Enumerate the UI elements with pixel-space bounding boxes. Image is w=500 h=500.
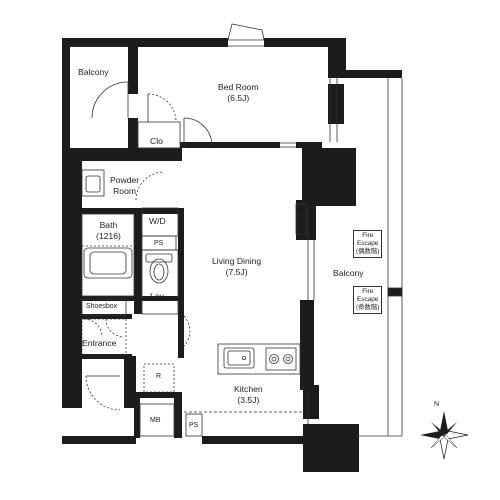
- wall: [174, 392, 182, 438]
- door-swing: [183, 117, 213, 147]
- door-swing: [83, 318, 103, 338]
- fridge-space: [143, 363, 175, 393]
- door-swing: [91, 81, 129, 119]
- shoesbox-label: Shoesbox: [86, 303, 118, 310]
- wall: [74, 296, 182, 301]
- compass-icon: [420, 411, 469, 460]
- basin: [85, 175, 101, 193]
- bedroom-size: (6.5J): [227, 93, 250, 103]
- ps-box: [295, 203, 307, 235]
- bath-room: [81, 213, 135, 297]
- wall: [328, 84, 344, 124]
- wall: [62, 38, 70, 158]
- burner: [271, 356, 277, 362]
- wall: [202, 436, 306, 444]
- wall: [180, 142, 280, 148]
- balcony-large-label: Balcony: [333, 268, 364, 278]
- living-dining-label: Living Dining (7.5J): [212, 256, 261, 278]
- compass-north-label: N: [434, 401, 440, 408]
- kitchen-size: (3.5J): [237, 395, 260, 405]
- ps-bottom-label: PS: [189, 422, 199, 429]
- wall: [62, 436, 136, 444]
- stove: [265, 347, 297, 371]
- door-swing: [227, 23, 265, 41]
- sink-drain: [241, 355, 246, 360]
- door-swing: [135, 171, 165, 201]
- burner: [283, 354, 293, 364]
- bathtub-inner: [89, 251, 127, 275]
- vanity: [81, 169, 105, 197]
- entrance-label: Entrance: [82, 338, 117, 348]
- wall: [134, 392, 180, 398]
- wall: [74, 208, 182, 214]
- lav-wall: [141, 249, 179, 315]
- bedroom-label: Bed Room (6.5J): [218, 82, 259, 104]
- fire-escape-odd: Fire Escape (奇数階): [353, 286, 383, 314]
- wall: [134, 398, 140, 438]
- mb-box: [139, 403, 175, 437]
- refrigerator-label: R: [156, 373, 162, 380]
- ps-wall-label: PS: [296, 212, 306, 219]
- bath-label: Bath (1216): [96, 220, 121, 242]
- kitchen-name: Kitchen: [234, 384, 263, 394]
- kitchen-counter: [217, 343, 301, 375]
- meter-box-label: MB: [150, 417, 161, 424]
- bath-size: (1216): [96, 231, 121, 241]
- wall: [302, 148, 356, 206]
- shoesbox-outline: [81, 298, 127, 316]
- entrance-outline: [81, 318, 127, 356]
- wall: [62, 38, 228, 47]
- wall: [134, 214, 142, 314]
- wall: [303, 424, 359, 472]
- kitchen-label: Kitchen (3.5J): [234, 384, 263, 406]
- ps-box: [185, 413, 203, 437]
- toilet-seat: [153, 263, 165, 281]
- wall: [264, 38, 346, 47]
- wall: [346, 70, 402, 78]
- sink-inner: [227, 350, 251, 366]
- fire-escape-even: Fire Escape (偶数階): [353, 230, 383, 258]
- ps-upper-label: PS: [154, 240, 164, 247]
- toilet-bowl: [149, 258, 169, 284]
- railing-post: [387, 287, 403, 297]
- wall: [296, 142, 322, 148]
- wd-box: [141, 207, 179, 237]
- wall: [128, 40, 138, 94]
- powder-room-line2: Room: [113, 186, 137, 196]
- wall: [303, 385, 319, 419]
- bath-name: Bath: [99, 220, 118, 230]
- powder-room-line1: Powder: [110, 175, 140, 185]
- wall: [74, 246, 82, 296]
- bathtub: [83, 247, 133, 279]
- wall: [178, 208, 184, 358]
- wall: [124, 356, 136, 408]
- living-dining-size: (7.5J): [225, 267, 248, 277]
- lavatory-label: Lav.: [150, 291, 166, 301]
- wall: [128, 118, 138, 158]
- burner: [269, 354, 279, 364]
- door-swing: [105, 318, 125, 338]
- wall: [74, 354, 132, 359]
- wall: [300, 300, 314, 390]
- bedroom-name: Bed Room: [218, 82, 259, 92]
- wall: [74, 314, 132, 319]
- door-swing: [147, 93, 177, 123]
- wall: [328, 38, 346, 78]
- wall: [62, 148, 182, 161]
- closet-label: Clo: [150, 136, 163, 146]
- powder-room-label: Powder Room: [110, 175, 139, 197]
- sink: [223, 347, 255, 369]
- balcony-small-label: Balcony: [78, 67, 109, 77]
- door-swing: [183, 315, 191, 347]
- washer-label: W/D: [149, 216, 166, 226]
- door-swing: [85, 375, 121, 411]
- living-dining-name: Living Dining: [212, 256, 262, 266]
- burner: [285, 356, 291, 362]
- toilet-tank: [145, 253, 173, 263]
